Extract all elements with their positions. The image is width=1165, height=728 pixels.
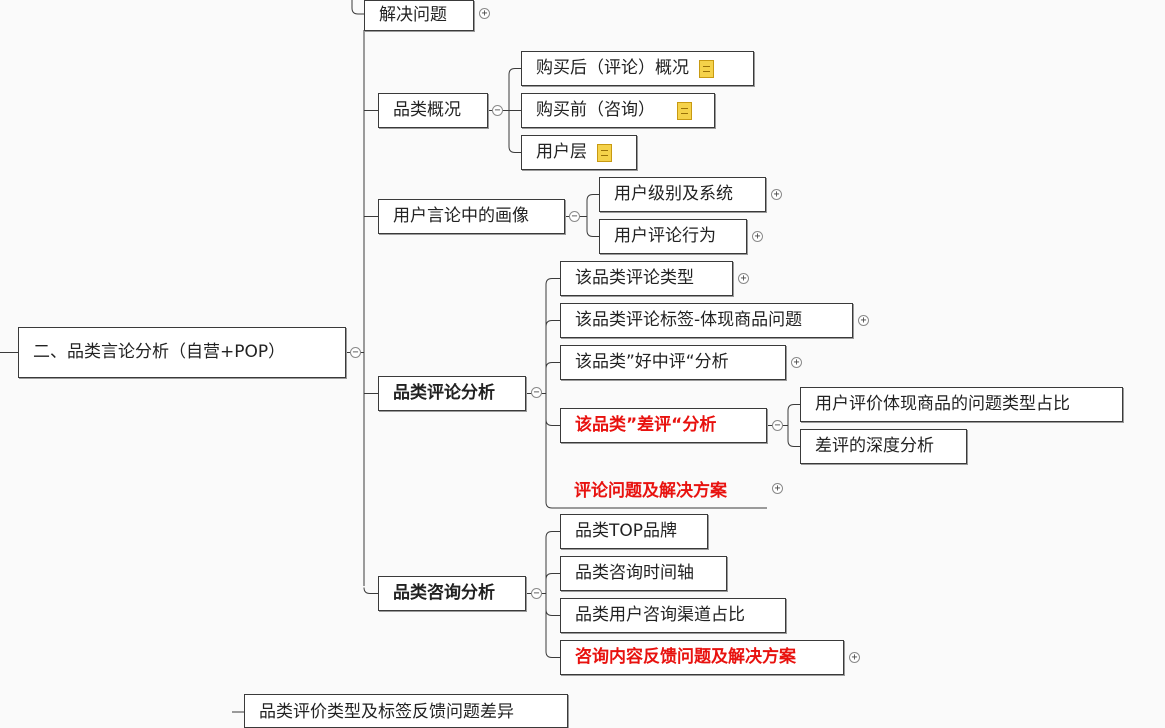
node-label: 二、品类言论分析（自营+POP） <box>33 342 286 362</box>
connector-line <box>545 419 560 426</box>
expand-toggle-icon[interactable]: + <box>772 483 783 494</box>
node-bad-review-deep-analysis[interactable]: 差评的深度分析 <box>800 429 967 464</box>
collapse-toggle-icon[interactable]: − <box>531 387 542 398</box>
connector-line <box>363 587 378 594</box>
expand-toggle-icon[interactable]: + <box>771 189 782 200</box>
node-label: 该品类评论类型 <box>575 268 694 288</box>
node-consult-channel-ratio[interactable]: 品类用户咨询渠道占比 <box>560 598 786 633</box>
collapse-toggle-icon[interactable]: − <box>569 211 580 222</box>
expand-toggle-icon[interactable]: + <box>791 357 802 368</box>
connector-line <box>508 146 521 153</box>
connector-line <box>545 362 560 369</box>
connector-line <box>545 531 560 538</box>
node-label: 该品类评论标签-体现商品问题 <box>575 310 803 330</box>
node-label: 品类咨询分析 <box>393 583 495 603</box>
node-label: 咨询内容反馈问题及解决方案 <box>575 647 796 667</box>
expand-toggle-icon[interactable]: + <box>849 652 860 663</box>
node-problem-type-ratio[interactable]: 用户评价体现商品的问题类型占比 <box>800 387 1123 422</box>
node-pre-purchase-consult[interactable]: 购买前（咨询） <box>521 93 715 128</box>
connector-line <box>545 609 560 616</box>
expand-toggle-icon[interactable]: + <box>479 8 490 19</box>
connector-line <box>351 0 364 15</box>
node-category-review-analysis[interactable]: 品类评论分析 <box>378 376 526 411</box>
node-label: 购买前（咨询） <box>536 100 655 120</box>
connector-line <box>787 404 800 411</box>
node-label: 品类用户咨询渠道占比 <box>575 605 745 625</box>
node-user-portrait[interactable]: 用户言论中的画像 <box>378 199 565 234</box>
node-consult-issues-solutions[interactable]: 咨询内容反馈问题及解决方案 <box>560 640 844 675</box>
node-review-issues-solutions[interactable]: 评论问题及解决方案 <box>560 474 767 508</box>
node-label: 购买后（评论）概况 <box>536 58 689 78</box>
node-label: 品类TOP品牌 <box>575 521 678 541</box>
node-label: 该品类”差评“分析 <box>575 415 717 435</box>
connector-line <box>545 278 560 285</box>
collapse-toggle-icon[interactable]: − <box>772 420 783 431</box>
connector-line <box>545 573 560 580</box>
node-bad-review-analysis[interactable]: 该品类”差评“分析 <box>560 408 767 443</box>
node-jiejue-wenti[interactable]: 解决问题 <box>364 0 474 31</box>
node-category-consult-analysis[interactable]: 品类咨询分析 <box>378 576 526 611</box>
collapse-toggle-icon[interactable]: − <box>531 588 542 599</box>
connector-line <box>586 194 599 201</box>
expand-toggle-icon[interactable]: + <box>738 273 749 284</box>
node-label: 用户层 <box>536 142 587 162</box>
node-good-medium-review-analysis[interactable]: 该品类”好中评“分析 <box>560 345 786 380</box>
node-label: 评论问题及解决方案 <box>574 480 727 501</box>
collapse-toggle-icon[interactable]: − <box>492 105 503 116</box>
node-top-brands[interactable]: 品类TOP品牌 <box>560 514 708 549</box>
node-post-purchase-overview[interactable]: 购买后（评论）概况 <box>521 51 754 86</box>
connector-line <box>787 440 800 447</box>
node-user-level-system[interactable]: 用户级别及系统 <box>599 177 766 212</box>
node-label: 该品类”好中评“分析 <box>575 352 729 372</box>
node-category-opinion-analysis[interactable]: 二、品类言论分析（自营+POP） <box>18 327 346 378</box>
node-review-types[interactable]: 该品类评论类型 <box>560 261 733 296</box>
node-label: 用户级别及系统 <box>614 184 733 204</box>
connector-line <box>545 651 560 658</box>
node-review-type-tag-diff[interactable]: 品类评价类型及标签反馈问题差异 <box>244 694 568 728</box>
expand-toggle-icon[interactable]: + <box>752 231 763 242</box>
node-user-review-behavior[interactable]: 用户评论行为 <box>599 219 747 254</box>
connector-line <box>545 320 560 327</box>
node-label: 用户言论中的画像 <box>393 206 529 226</box>
connector-line <box>508 68 521 75</box>
mindmap-canvas: 解决问题 二、品类言论分析（自营+POP） 品类概况 购买后（评论）概况 购买前… <box>0 0 1123 728</box>
node-category-overview[interactable]: 品类概况 <box>378 93 488 128</box>
node-label: 品类概况 <box>393 100 461 120</box>
connector-line <box>545 501 560 509</box>
node-consult-timeline[interactable]: 品类咨询时间轴 <box>560 556 727 591</box>
expand-toggle-icon[interactable]: + <box>858 315 869 326</box>
node-label: 用户评价体现商品的问题类型占比 <box>815 394 1070 414</box>
connector-line <box>586 230 599 237</box>
node-label: 品类评论分析 <box>393 383 495 403</box>
node-label: 用户评论行为 <box>614 226 716 246</box>
node-label: 解决问题 <box>379 5 447 25</box>
note-icon[interactable] <box>677 101 692 120</box>
note-icon[interactable] <box>597 143 612 162</box>
node-user-layer[interactable]: 用户层 <box>521 135 637 170</box>
node-label: 品类咨询时间轴 <box>575 563 694 583</box>
node-review-tags[interactable]: 该品类评论标签-体现商品问题 <box>560 303 853 338</box>
node-label: 差评的深度分析 <box>815 436 934 456</box>
note-icon[interactable] <box>699 59 714 78</box>
collapse-toggle-icon[interactable]: − <box>350 347 361 358</box>
